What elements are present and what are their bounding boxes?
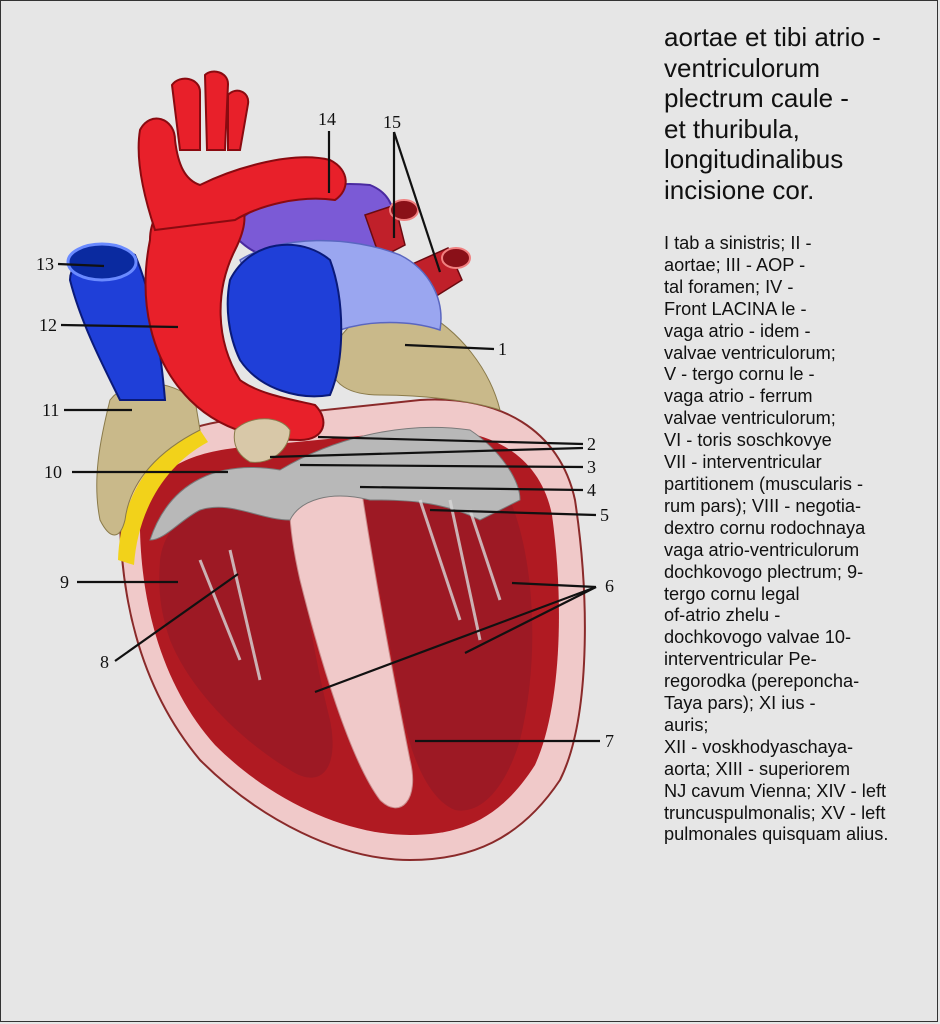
legend-line: auris; — [664, 714, 709, 735]
legend-line: valvae ventriculorum; — [664, 342, 836, 363]
legend-line: VII - interventricular — [664, 452, 822, 473]
chordae-tendineae — [198, 499, 502, 681]
callout-leader-lines — [57, 131, 600, 743]
legend-line: aortae; III - AOP - — [664, 254, 806, 275]
legend-line: of-atrio zhelu - — [664, 605, 781, 626]
legend-line: I tab a sinistris; II - — [664, 233, 812, 253]
legend-line: valvae ventriculorum; — [664, 408, 836, 429]
callout-1: 1 — [498, 339, 507, 359]
legend-line: dextro cornu rodochnaya — [664, 517, 866, 538]
right-atrium — [96, 382, 201, 536]
legend-line: vaga atrio-ventriculorum — [664, 539, 860, 560]
legend-line: dochkovogo valvae 10- — [664, 627, 852, 648]
legend-line: dochkovogo plectrum; 9- — [664, 561, 864, 582]
legend-line: aorta; XIII - superiorem — [664, 758, 850, 779]
right-pulmonary-artery — [226, 243, 343, 398]
callout-13: 13 — [36, 254, 54, 274]
legend-line: vaga atrio - ferrum — [664, 386, 813, 407]
legend-text: I tab a sinistris; II - aortae; III - AO… — [664, 233, 934, 846]
callout-11: 11 — [42, 400, 59, 420]
pulmonary-vein-lower-opening — [441, 247, 471, 269]
title-line: ventriculorum — [664, 52, 821, 83]
legend-line: regorodka (pereponcha- — [664, 671, 860, 692]
callout-9: 9 — [60, 572, 69, 592]
callout-8: 8 — [100, 652, 109, 672]
legend-line: pulmonales quisquam alius. — [664, 824, 889, 845]
title-line: longitudinalibus — [664, 144, 844, 174]
callout-14: 14 — [318, 109, 336, 129]
title-line: incisione cor. — [664, 174, 815, 205]
aortic-valve — [233, 418, 291, 463]
callout-15: 15 — [383, 112, 401, 132]
callout-2: 2 — [587, 434, 596, 454]
pulmonary-vein-upper-opening — [389, 199, 419, 221]
valve-plane — [149, 426, 521, 541]
title-line: aortae et tibi atrio - — [664, 22, 881, 52]
legend-line: tergo cornu legal — [664, 583, 800, 604]
legend-line: truncuspulmonalis; XV - left — [664, 802, 886, 823]
title-line: et thuribula, — [664, 113, 800, 144]
legend-line: tal foramen; IV - — [664, 276, 794, 297]
legend-line: interventricular Pe- — [664, 649, 817, 670]
callout-5: 5 — [600, 505, 609, 525]
brachiocephalic-artery — [170, 77, 201, 151]
callout-6: 6 — [605, 576, 614, 596]
superior-vena-cava-opening — [66, 242, 138, 282]
callout-12: 12 — [39, 315, 57, 335]
legend-line: NJ cavum Vienna; XIV - left — [664, 780, 887, 801]
legend-line: rum pars); VIII - negotia- — [664, 495, 862, 516]
caption-title: aortae et tibi atrio - ventriculorum ple… — [664, 22, 934, 205]
common-carotid-artery — [203, 70, 230, 151]
callout-3: 3 — [587, 457, 596, 477]
title-line: plectrum caule - — [664, 83, 849, 113]
callout-4: 4 — [587, 480, 596, 500]
legend-line: Front LACINA le - — [664, 298, 807, 319]
callout-7: 7 — [605, 731, 614, 751]
legend-line: Taya pars); XI ius - — [664, 693, 816, 714]
legend-line: partitionem (muscularis - — [664, 473, 864, 494]
callout-10: 10 — [44, 462, 62, 482]
legend-line: V - tergo cornu le - — [664, 364, 815, 385]
legend-line: XII - voskhodyaschaya- — [664, 736, 854, 757]
subclavian-artery — [227, 89, 250, 151]
epicardial-fat — [118, 430, 208, 565]
legend-line: VI - toris soschkovye — [664, 430, 832, 451]
heart-diagram: 1 2 3 4 5 6 7 8 9 10 11 12 13 14 15 — [36, 70, 614, 862]
legend-line: vaga atrio - idem - — [664, 320, 811, 341]
